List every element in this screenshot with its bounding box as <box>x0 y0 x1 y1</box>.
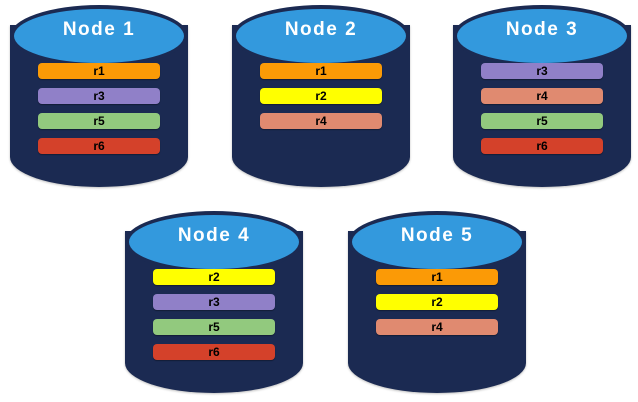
shard-bar-r6[interactable]: r6 <box>38 138 160 154</box>
database-cylinder-3[interactable]: Node 3 r3 r4 r5 r6 <box>453 5 631 187</box>
node-label: Node 4 <box>177 225 251 246</box>
node-label: Node 1 <box>62 19 136 40</box>
shard-label: r6 <box>93 139 105 153</box>
shard-bar-r3[interactable]: r3 <box>153 294 275 310</box>
database-cylinder-2[interactable]: Node 2 r1 r2 r4 <box>232 5 410 187</box>
shard-list: r1 r3 r5 r6 <box>38 63 160 163</box>
shard-list: r3 r4 r5 r6 <box>481 63 603 163</box>
shard-bar-r4[interactable]: r4 <box>481 88 603 104</box>
cylinder-top-ellipse <box>232 5 410 67</box>
shard-label: r1 <box>431 270 443 284</box>
shard-label: r6 <box>208 345 220 359</box>
shard-label: r2 <box>208 270 220 284</box>
shard-label: r4 <box>536 89 548 103</box>
database-cylinder-1[interactable]: Node 1 r1 r3 r5 r6 <box>10 5 188 187</box>
node-label: Node 5 <box>400 225 474 246</box>
shard-label: r5 <box>93 114 105 128</box>
shard-bar-r1[interactable]: r1 <box>260 63 382 79</box>
shard-bar-r5[interactable]: r5 <box>481 113 603 129</box>
shard-bar-r1[interactable]: r1 <box>38 63 160 79</box>
shard-label: r2 <box>315 89 327 103</box>
shard-bar-r4[interactable]: r4 <box>376 319 498 335</box>
cylinder-top-ellipse <box>348 211 526 273</box>
node-label: Node 3 <box>505 19 579 40</box>
shard-label: r4 <box>315 114 327 128</box>
shard-bar-r6[interactable]: r6 <box>481 138 603 154</box>
shard-label: r1 <box>93 64 105 78</box>
shard-bar-r2[interactable]: r2 <box>260 88 382 104</box>
shard-label: r5 <box>536 114 548 128</box>
node-label: Node 2 <box>284 19 358 40</box>
shard-label: r3 <box>536 64 548 78</box>
shard-list: r2 r3 r5 r6 <box>153 269 275 369</box>
shard-bar-r5[interactable]: r5 <box>38 113 160 129</box>
shard-label: r2 <box>431 295 443 309</box>
shard-bar-r3[interactable]: r3 <box>481 63 603 79</box>
shard-label: r4 <box>431 320 443 334</box>
cylinder-top-ellipse <box>10 5 188 67</box>
shard-bar-r3[interactable]: r3 <box>38 88 160 104</box>
shard-label: r5 <box>208 320 220 334</box>
database-cylinder-5[interactable]: Node 5 r1 r2 r4 <box>348 211 526 393</box>
shard-label: r6 <box>536 139 548 153</box>
shard-bar-r4[interactable]: r4 <box>260 113 382 129</box>
shard-label: r3 <box>208 295 220 309</box>
shard-list: r1 r2 r4 <box>260 63 382 138</box>
database-cylinder-4[interactable]: Node 4 r2 r3 r5 r6 <box>125 211 303 393</box>
shard-label: r3 <box>93 89 105 103</box>
shard-list: r1 r2 r4 <box>376 269 498 344</box>
shard-bar-r1[interactable]: r1 <box>376 269 498 285</box>
shard-bar-r2[interactable]: r2 <box>153 269 275 285</box>
shard-bar-r6[interactable]: r6 <box>153 344 275 360</box>
shard-bar-r5[interactable]: r5 <box>153 319 275 335</box>
shard-label: r1 <box>315 64 327 78</box>
shard-bar-r2[interactable]: r2 <box>376 294 498 310</box>
